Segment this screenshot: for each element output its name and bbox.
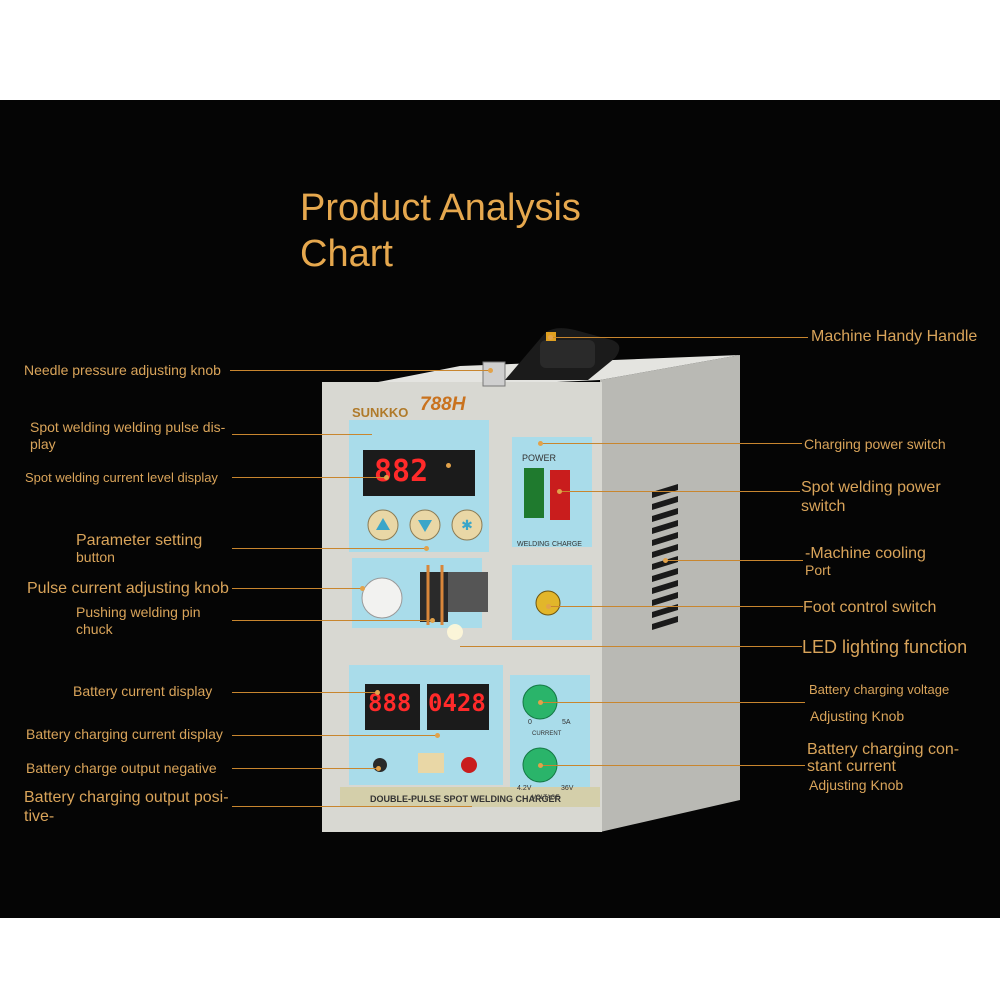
leader-led <box>460 646 802 647</box>
pulse-led-display: 882 <box>374 454 429 489</box>
leader-spot-switch <box>560 491 800 492</box>
label-pulse-current-knob: Pulse current adjusting knob <box>27 580 229 597</box>
point-output-negative <box>376 766 381 771</box>
leader-current-display <box>232 477 387 478</box>
label-current-knob-line2: stant current <box>807 758 896 775</box>
point-current-knob <box>538 763 543 768</box>
point-param-button <box>424 546 429 551</box>
knob-current-low: 0 <box>528 719 532 726</box>
leader-pulse-knob <box>232 588 362 589</box>
leader-charging-switch <box>540 443 802 444</box>
label-current-level-display: Spot welding current level display <box>25 470 218 485</box>
label-spot-power-switch-line2: switch <box>801 498 846 515</box>
leader-battery-current <box>232 692 377 693</box>
charging-current-led: 0428 <box>428 689 486 717</box>
label-spot-power-switch-line1: Spot welding power <box>801 479 941 496</box>
point-pulse-display <box>446 463 451 468</box>
cooling-vents <box>652 484 678 630</box>
brand-name: SUNKKO <box>352 405 409 420</box>
case-side <box>600 355 740 832</box>
point-cooling <box>663 558 668 563</box>
bottom-strip-text: DOUBLE-PULSE SPOT WELDING CHARGER <box>370 794 562 804</box>
point-handle <box>548 335 553 340</box>
charge-text: CHARGE <box>552 541 582 548</box>
knob-current-high: 5A <box>562 719 571 726</box>
leader-foot-switch <box>548 606 803 607</box>
point-voltage-knob <box>538 700 543 705</box>
point-charging-current <box>435 733 440 738</box>
label-foot-control-switch: Foot control switch <box>803 599 937 616</box>
label-pin-chuck-line2: chuck <box>76 621 113 637</box>
label-pin-chuck-line1: Pushing welding pin <box>76 604 201 620</box>
chart-title: Product Analysis Chart <box>300 185 581 277</box>
leader-output-negative <box>232 768 377 769</box>
label-voltage-knob-line2: Adjusting Knob <box>810 708 905 724</box>
label-output-negative: Battery charge output negative <box>26 760 217 776</box>
point-needle <box>488 368 493 373</box>
label-led-lighting: LED lighting function <box>802 637 968 657</box>
label-output-positive-line2: tive- <box>24 808 55 825</box>
leader-voltage-knob <box>540 702 805 703</box>
point-charging-switch <box>538 441 543 446</box>
current-text: CURRENT <box>532 731 562 737</box>
model-number: 788H <box>420 394 466 415</box>
label-charging-current-display: Battery charging current display <box>26 726 223 742</box>
label-param-button-line1: Parameter setting <box>76 532 203 549</box>
label-current-knob-line3: Adjusting Knob <box>809 777 904 793</box>
label-cooling-port-line1: -Machine cooling <box>805 545 926 562</box>
leader-needle <box>230 370 490 371</box>
leader-pulse-display <box>232 434 372 435</box>
leader-pin-chuck <box>232 620 432 621</box>
leader-handle <box>550 337 808 338</box>
power-text: POWER <box>522 453 557 463</box>
leader-current-knob <box>540 765 805 766</box>
label-param-button-line2: button <box>76 549 115 565</box>
voltage-text: VOLTAGE <box>532 795 560 801</box>
title-line-2: Chart <box>300 233 393 275</box>
needle-knob-shape <box>482 361 506 387</box>
point-battery-current <box>375 690 380 695</box>
label-needle-pressure-knob: Needle pressure adjusting knob <box>24 362 221 378</box>
point-spot-switch <box>557 489 562 494</box>
knob-voltage-high: 36V <box>561 785 574 792</box>
point-foot-switch <box>546 604 551 609</box>
svg-text:✱: ✱ <box>461 518 473 534</box>
title-line-1: Product Analysis <box>300 187 581 229</box>
label-output-positive-line1: Battery charging output posi- <box>24 789 229 806</box>
label-cooling-port-line2: Port <box>805 562 831 578</box>
leader-cooling <box>665 560 803 561</box>
point-pin-chuck <box>430 618 435 623</box>
label-current-knob-line1: Battery charging con- <box>807 741 960 758</box>
leader-output-positive <box>232 806 472 807</box>
label-charging-power-switch: Charging power switch <box>804 436 946 452</box>
knob-voltage-low: 4.2V <box>517 785 532 792</box>
leader-charging-current <box>232 735 437 736</box>
label-machine-handle: Machine Handy Handle <box>811 328 978 345</box>
leader-param-button <box>232 548 427 549</box>
label-pulse-display-line1: Spot welding welding pulse dis- <box>30 419 226 435</box>
label-battery-current-display: Battery current display <box>73 683 213 699</box>
welding-text: WELDING <box>517 541 550 548</box>
point-current-display <box>384 475 389 480</box>
label-pulse-display-line2: play <box>30 436 56 452</box>
point-pulse-knob <box>360 586 365 591</box>
label-voltage-knob-line1: Battery charging voltage <box>809 682 950 697</box>
